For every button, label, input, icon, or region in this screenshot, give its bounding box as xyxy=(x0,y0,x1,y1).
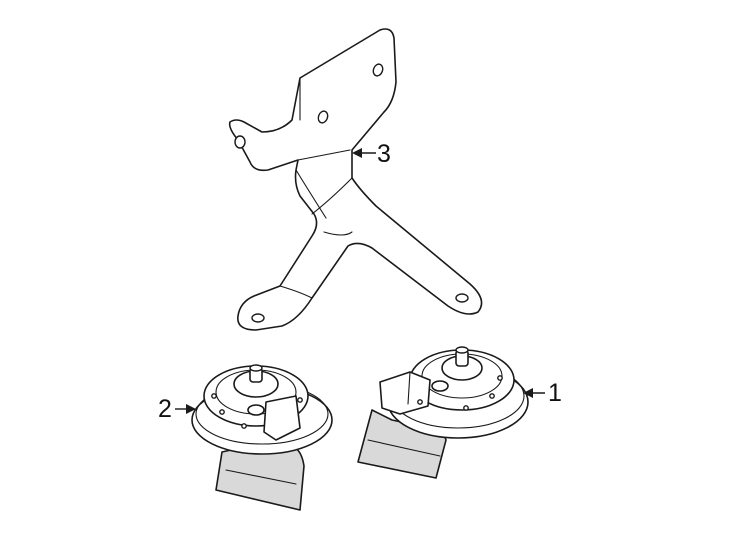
horn-left xyxy=(191,364,333,511)
callout-3: 3 xyxy=(377,140,391,168)
callout-1: 1 xyxy=(548,379,562,407)
arrow-right-icon xyxy=(186,404,196,414)
callout-leaders xyxy=(175,148,545,414)
horn-right xyxy=(357,346,529,479)
arrow-left-icon xyxy=(523,388,533,398)
callout-2: 2 xyxy=(158,395,172,423)
arrow-left-icon xyxy=(352,148,362,158)
mounting-bracket xyxy=(228,28,483,331)
